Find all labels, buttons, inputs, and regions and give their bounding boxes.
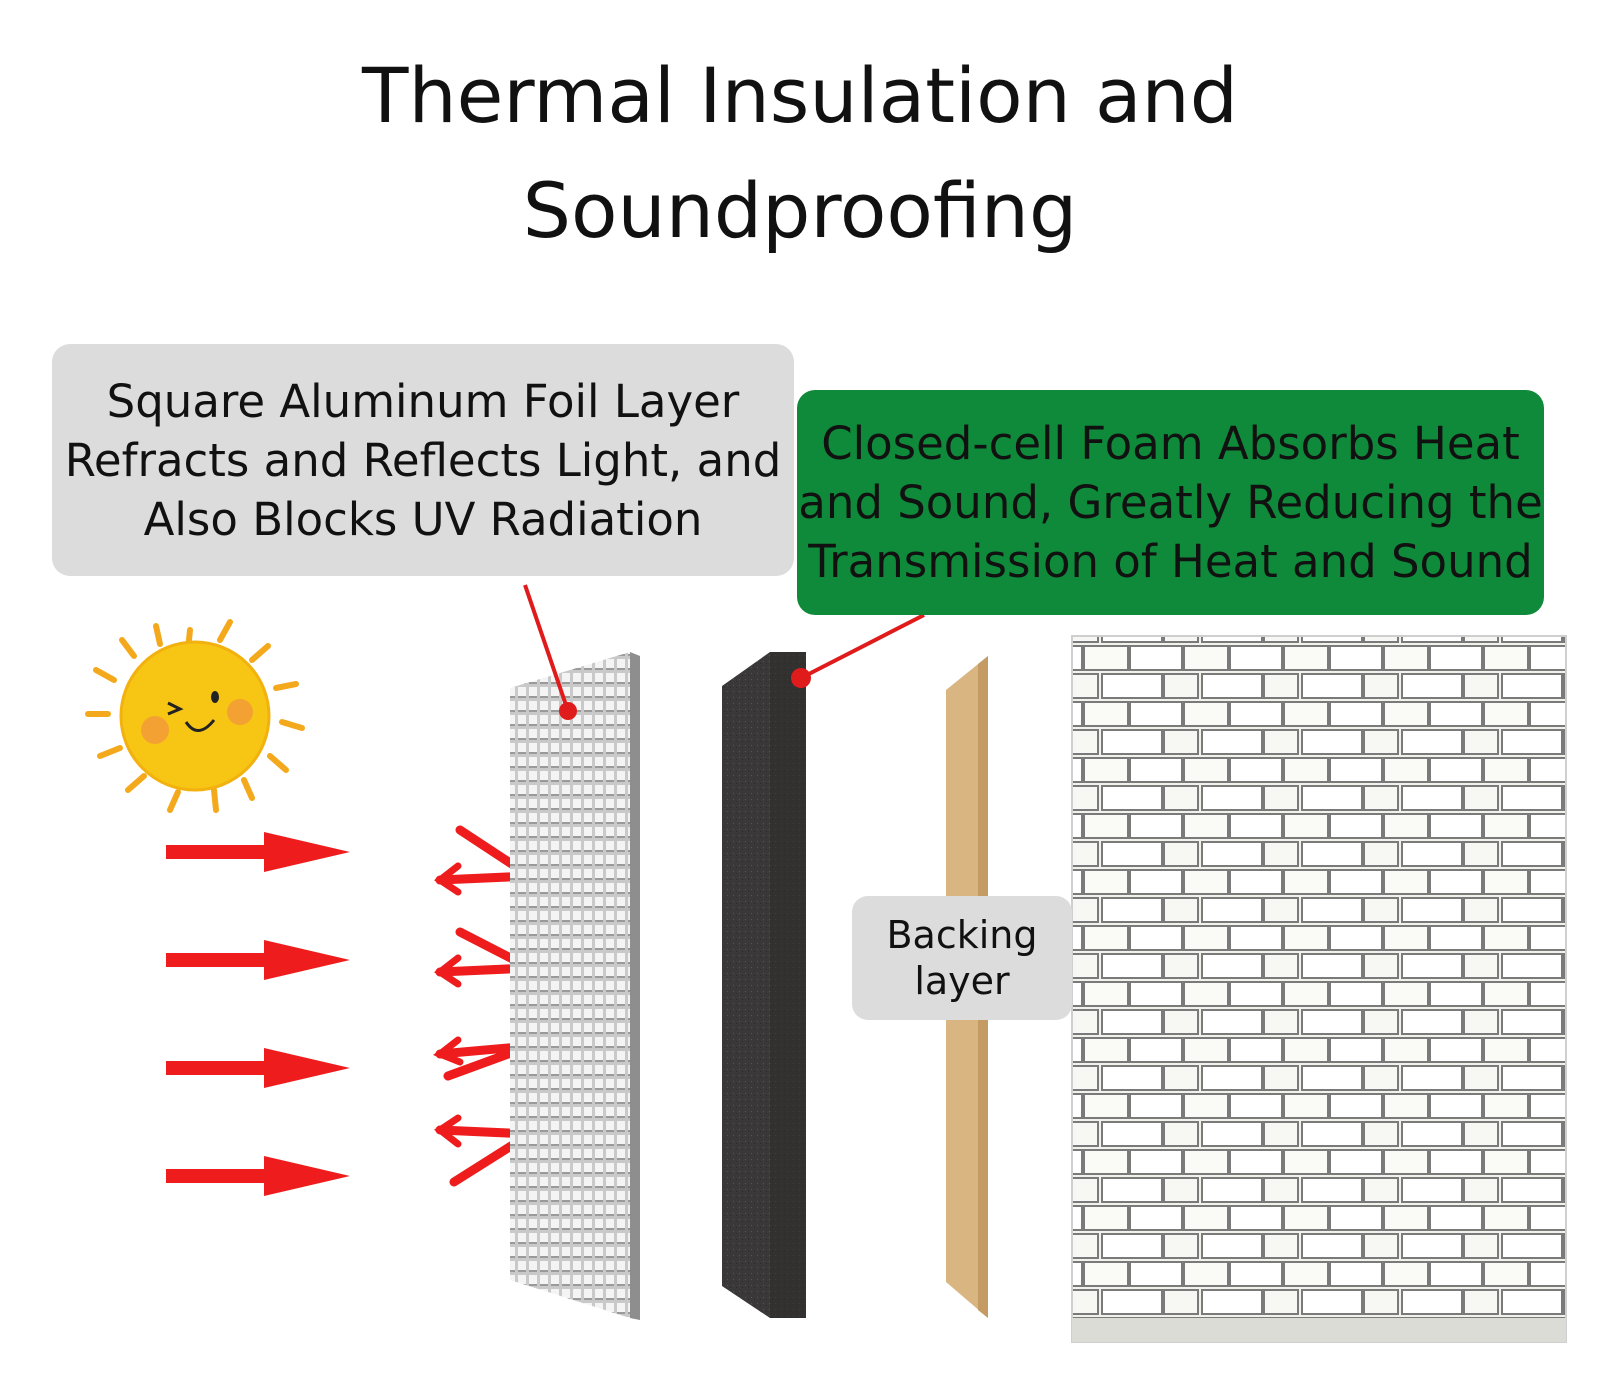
aluminum-foil-layer [510,652,640,1320]
smiling-sun-icon [85,619,305,813]
foam-label-line-2: and Sound, Greatly Reducing the [798,476,1543,529]
pointer-lines [523,584,925,720]
foil-label-line-2: Refracts and Reflects Light, and [64,433,782,487]
closed-cell-foam-layer [722,652,806,1318]
page-title: Thermal Insulation and Soundproofing [0,38,1600,268]
foil-layer-label: Square Aluminum Foil Layer Refracts and … [52,344,794,576]
backing-label-line-1: Backing [886,913,1038,957]
right-arrow-icon [166,1048,350,1088]
right-arrow-icon [166,940,350,980]
brick-wall [1071,635,1567,1343]
title-line-2: Soundproofing [522,166,1078,255]
foam-label-line-1: Closed-cell Foam Absorbs Heat [821,417,1520,470]
right-arrow-icon [166,1156,350,1196]
backing-layer-label: Backing layer [852,896,1072,1020]
right-arrow-icon [166,832,350,872]
incoming-heat-arrows [166,832,350,1196]
foam-label-line-3: Transmission of Heat and Sound [808,535,1533,588]
title-line-1: Thermal Insulation and [362,51,1238,140]
backing-label-line-2: layer [914,959,1010,1003]
foil-label-line-3: Also Blocks UV Radiation [143,492,703,546]
foam-layer-label: Closed-cell Foam Absorbs Heat and Sound,… [797,390,1544,615]
foil-label-line-1: Square Aluminum Foil Layer [106,374,740,428]
